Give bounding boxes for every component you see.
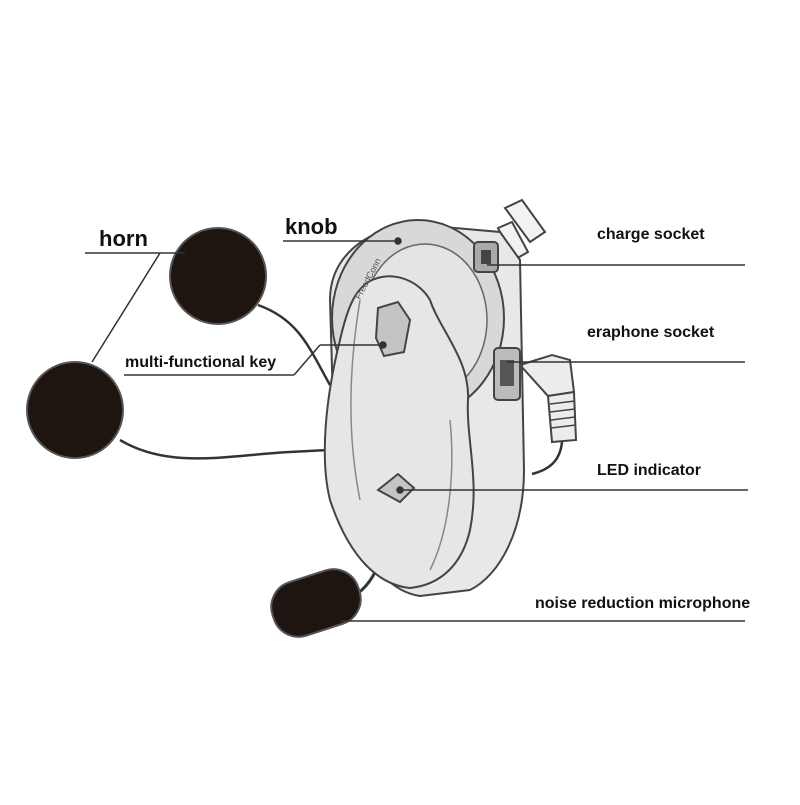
leader-knob-dot — [394, 237, 402, 245]
shell-contour-line — [350, 299, 361, 501]
speaker-cable-lower — [119, 438, 331, 460]
leader-horn-to-speaker-lower — [91, 252, 161, 363]
label-multi-functional-key: multi-functional key — [125, 354, 277, 371]
earphone-plug — [518, 353, 578, 476]
leader-led-dot — [396, 486, 404, 494]
label-horn: horn — [99, 226, 148, 251]
shell-contour-line-2 — [429, 419, 453, 571]
earphone-socket-hole — [500, 360, 514, 386]
label-microphone: noise reduction microphone — [535, 595, 751, 612]
microphone-foam — [270, 568, 362, 638]
charge-socket-hole — [481, 250, 491, 264]
speaker-cable-upper — [257, 303, 332, 386]
device-front-shell — [323, 275, 475, 590]
speaker-upper — [169, 227, 267, 325]
label-led-indicator: LED indicator — [597, 462, 702, 479]
leader-multi-key-diag — [293, 344, 321, 376]
label-earphone-socket: eraphone socket — [587, 324, 715, 341]
led-indicator-light — [376, 472, 416, 504]
label-charge-socket: charge socket — [597, 226, 705, 243]
leader-multi-key-dot — [379, 341, 387, 349]
speaker-lower — [26, 361, 124, 459]
label-knob: knob — [285, 214, 338, 239]
